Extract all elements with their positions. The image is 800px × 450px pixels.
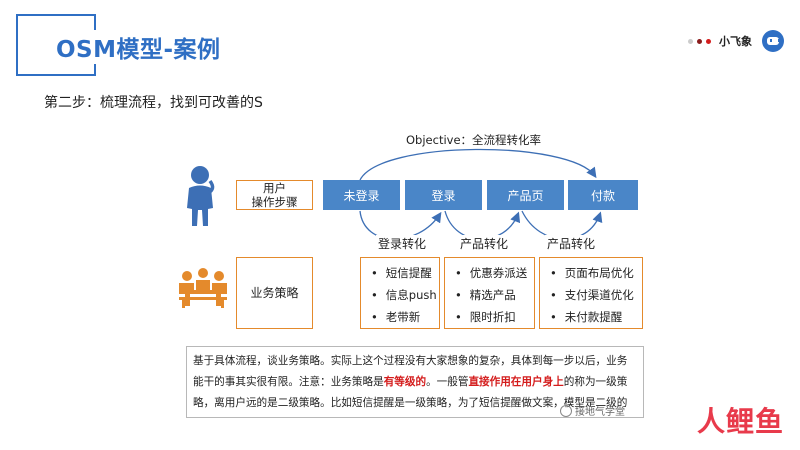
list-item: 限时折扣	[455, 306, 534, 328]
flow-step-not-logged-in: 未登录	[323, 180, 400, 210]
corner-logo: 人鲤鱼	[696, 405, 784, 438]
business-strategy-label: 业务策略	[236, 257, 313, 329]
step-heading: 第二步：梳理流程，找到可改善的S	[44, 95, 263, 111]
dot-icon	[706, 38, 711, 44]
strategy-list-payment: 页面布局优化 支付渠道优化 未付款提醒	[539, 257, 643, 329]
conversion-label-product-2: 产品转化	[545, 235, 598, 252]
list-item: 未付款提醒	[550, 306, 642, 328]
list-item: 短信提醒	[371, 262, 439, 284]
dot-icon	[688, 38, 693, 44]
list-item: 页面布局优化	[550, 262, 642, 284]
flow-step-product-page: 产品页	[487, 180, 564, 210]
objective-arc	[359, 148, 597, 181]
watermark-text: 接地气学堂	[575, 407, 625, 418]
user-steps-label: 用户 操作步骤	[236, 180, 313, 210]
note-emphasis: 有等级的	[383, 376, 427, 388]
conversion-label-login: 登录转化	[376, 235, 429, 252]
list-item: 精选产品	[455, 284, 534, 306]
brand-name: 小飞象	[719, 35, 752, 48]
list-item: 优惠券派送	[455, 262, 534, 284]
note-text: 的称为一级策略，离用户远的是二级策略。比如短信提醒是一级策略，为了短信提醒做文案…	[193, 376, 628, 409]
watermark: 接地气学堂	[560, 403, 625, 418]
note-text: 基于具体流程，谈业务策略。实际上这个过程没有大家想象的复杂，具体到每一步以后，业…	[193, 355, 628, 388]
robot-logo-icon	[762, 30, 784, 52]
flow-step-login: 登录	[405, 180, 482, 210]
conversion-label-product-1: 产品转化	[458, 235, 511, 252]
flow-step-payment: 付款	[568, 180, 638, 210]
strategy-label-text: 业务策略	[250, 286, 299, 300]
dot-icon	[697, 38, 702, 44]
user-person-icon	[187, 166, 215, 226]
user-label-line2: 操作步骤	[251, 195, 298, 209]
wechat-icon	[560, 404, 572, 417]
page-title: OSM模型-案例	[52, 30, 225, 64]
objective-label: Objective：全流程转化率	[406, 133, 542, 147]
list-item: 支付渠道优化	[550, 284, 642, 306]
note-text: 。一般管	[426, 376, 469, 388]
list-item: 信息push	[371, 284, 439, 306]
strategy-list-product: 优惠券派送 精选产品 限时折扣	[444, 257, 535, 329]
user-label-line1: 用户	[263, 181, 286, 195]
team-meeting-icon	[179, 268, 227, 308]
strategy-list-login: 短信提醒 信息push 老带新	[360, 257, 440, 329]
list-item: 老带新	[371, 306, 439, 328]
brand: 小飞象	[688, 30, 784, 52]
note-emphasis: 直接作用在用户身上	[468, 376, 564, 388]
